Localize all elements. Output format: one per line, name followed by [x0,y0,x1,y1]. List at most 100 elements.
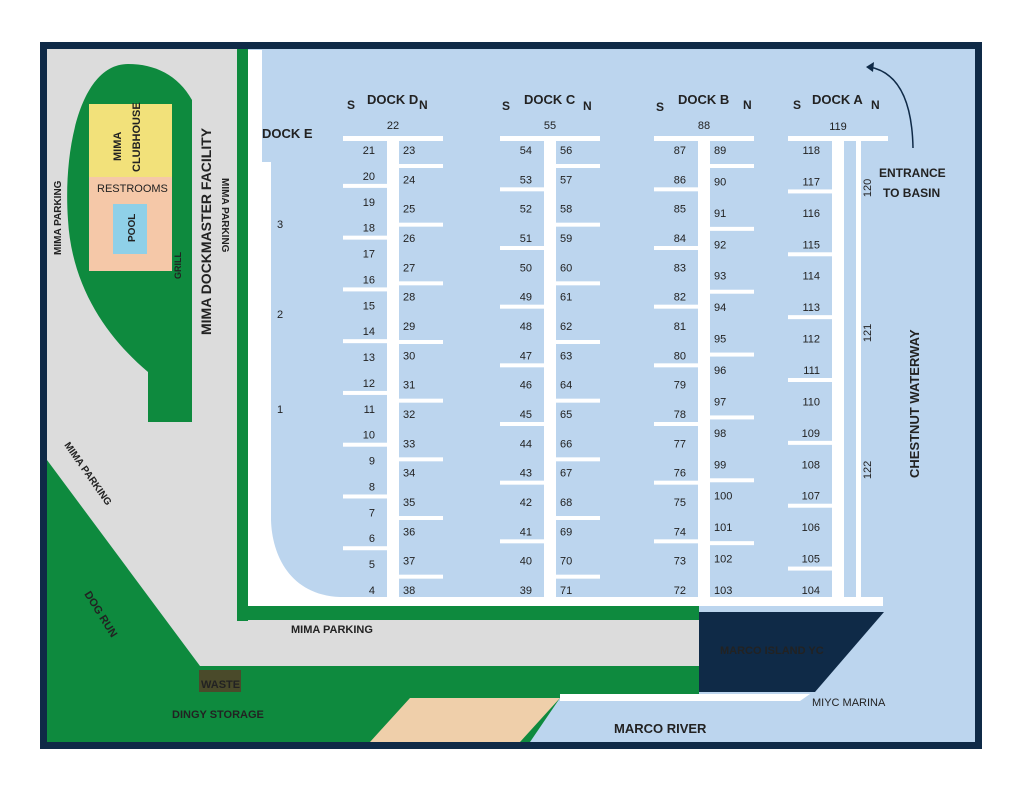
dock_a-slip-top: 119 [829,121,847,133]
dock_c-finger-right [556,516,600,520]
dock_b-slip-right: 92 [714,239,726,251]
dock_b-finger-right [710,352,754,357]
dock_b-slip-left: 76 [674,468,686,480]
dock_c-slip-left: 43 [520,468,532,480]
dock_c-finger-right [556,574,600,579]
dock_d-slip-left: 17 [363,249,375,261]
dock_a-slip-side: 121 [862,324,874,342]
dock_b-slip-left: 84 [674,233,686,245]
dock_d-slip-right: 31 [403,380,415,392]
dock_c-slip-left: 44 [520,438,532,450]
dock_c-slip-right: 59 [560,233,572,245]
dock_a-slip-left: 104 [802,585,820,597]
dock-e-walkway [262,162,271,470]
restrooms-label: RESTROOMS [97,183,168,195]
chestnut-waterway-label: CHESTNUT WATERWAY [907,329,922,478]
dock_c-slip-left: 48 [520,321,532,333]
dock_b-slip-left: 79 [674,380,686,392]
clubhouse-label-2: CLUBHOUSE [131,102,143,172]
dock-d-label: DOCK D [367,92,418,107]
dock_d-finger-right [399,398,443,403]
dock_c-slip-right: 61 [560,292,572,304]
dock_a-finger-left [788,189,832,194]
dock_b-slip-right: 100 [714,491,732,503]
dock_c-slip-left: 42 [520,497,532,509]
dockmaster-facility-label: MIMA DOCKMASTER FACILITY [198,127,214,335]
dock_c-slip-left: 39 [520,585,532,597]
dock_c-finger-right [556,398,600,403]
dock_d-finger-left [343,494,387,499]
dock_c-slip-left: 41 [520,526,532,538]
dock_d-slip-right: 33 [403,438,415,450]
dock_b-slip-right: 98 [714,428,726,440]
dock_b-slip-right: 91 [714,208,726,220]
dock_c-finger-left [500,187,544,192]
dock_a-slip-left: 111 [803,365,820,377]
dock_c-slip-left: 52 [520,204,532,216]
dock_d-slip-right: 36 [403,526,415,538]
dock_d-finger-right [399,281,443,286]
dock_a-slip-side: 122 [862,461,874,479]
dock_d-finger-right [399,222,443,227]
dock_a-slip-left: 114 [802,271,820,283]
dock_a-head [788,136,888,141]
dock_d-slip-left: 16 [363,274,375,286]
miyc-marina-label: MIYC MARINA [812,697,886,709]
dock-a-label: DOCK A [812,92,863,107]
dock_b-slip-left: 87 [674,145,686,157]
dock_c-finger-left [500,246,544,250]
dock_b-slip-right: 93 [714,271,726,283]
dock_c-finger-left [500,304,544,309]
waste-label: WASTE [201,679,240,691]
dock_b-slip-right: 99 [714,459,726,471]
dock_b-slip-left: 77 [674,438,686,450]
dock_d-slip-left: 14 [363,326,375,338]
dock_a-slip-left: 118 [802,145,820,157]
dock_d-spine [387,137,399,598]
dock_c-slip-left: 54 [520,145,532,157]
dock_b-slip-right: 102 [714,554,732,566]
dock_d-slip-left: 5 [369,559,375,571]
dock_c-finger-right [556,281,600,286]
dock_c-slip-left: 40 [520,556,532,568]
dock_d-finger-right [399,164,443,168]
dock_b-slip-right: 97 [714,396,726,408]
dock_d-finger-left [343,390,387,395]
dock_d-slip-left: 6 [369,533,375,545]
dock_c-slip-right: 66 [560,438,572,450]
dock_d-slip-left: 10 [363,430,375,442]
grass-strip-vertical [237,49,248,621]
dock_d-slip-right: 25 [403,204,415,216]
dock_a-finger-left [788,378,832,382]
dock_d-slip-left: 9 [369,456,375,468]
docks: 2221201918171615141312111098765423242526… [277,120,888,598]
grass-strip-horizontal [237,606,699,620]
dock_d-slip-left: 13 [363,352,375,364]
dock_d-finger-left [343,339,387,344]
dock_a-spine [832,137,844,598]
dock_d-finger-left [343,442,387,447]
grill-label: GRILL [173,252,183,279]
dock_b-slip-left: 82 [674,292,686,304]
dock_d-slip-right: 28 [403,292,415,304]
marco-island-yc-building [699,612,884,692]
pool [113,204,147,254]
dock_b-slip-top: 88 [698,120,710,132]
dock_a-side-walk [856,137,861,597]
dock_c-slip-right: 60 [560,262,572,274]
dock_c-finger-left [500,480,544,485]
dock_a-slip-left: 107 [802,491,820,503]
dock_d-slip-right: 27 [403,262,415,274]
dock_d-finger-left [343,235,387,240]
dock_b-slip-right: 95 [714,334,726,346]
dock_c-slip-right: 68 [560,497,572,509]
dock-d-north: N [419,98,428,112]
dock_b-slip-left: 80 [674,350,686,362]
dock_b-slip-right: 96 [714,365,726,377]
dock_c-slip-right: 71 [560,585,572,597]
dock_d-slip-right: 32 [403,409,415,421]
dock_c-finger-left [500,363,544,368]
dock_d-finger-left [343,546,387,551]
sand-beach [370,698,560,742]
dock_a-finger-left [788,503,832,508]
